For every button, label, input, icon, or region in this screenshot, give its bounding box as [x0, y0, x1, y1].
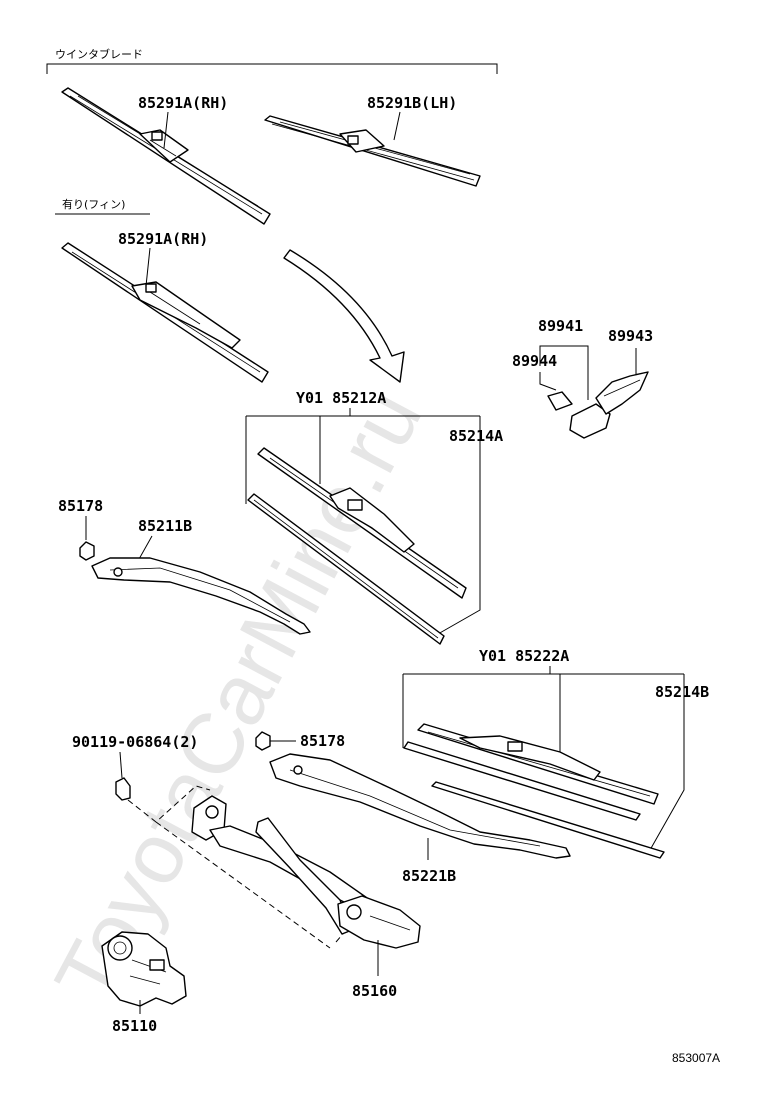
bolt-90119 [115, 777, 131, 801]
label-y01-85222a: Y01 85222A [479, 647, 569, 665]
header-with-fin: 有り(フィン) [62, 197, 125, 211]
dashed-link-outline [127, 785, 373, 949]
leader-89944 [539, 372, 557, 391]
label-85160: 85160 [352, 982, 397, 1000]
arm-85211b [91, 557, 311, 635]
blade-85291a-rh-fin [61, 242, 269, 383]
blade-85212a [257, 447, 467, 599]
blade-85291b-lh [264, 115, 481, 187]
header-wiper-blade-bracket [46, 63, 498, 74]
leader-85291a-rh-1 [163, 111, 169, 149]
label-85211b: 85211B [138, 517, 192, 535]
figure-reference: 853007A [672, 1051, 720, 1065]
leader-85212a-bracket [245, 408, 481, 635]
label-89941: 89941 [538, 317, 583, 335]
nut-85178-1 [79, 541, 95, 561]
arm-85221b [269, 753, 571, 859]
label-85214a: 85214A [449, 427, 503, 445]
blade-85222a [417, 723, 659, 805]
blade-85291a-rh-top [61, 87, 271, 225]
rubber-85214a [247, 493, 445, 645]
label-89943: 89943 [608, 327, 653, 345]
label-85291a-rh-1: 85291A(RH) [138, 94, 228, 112]
linkage-85160 [191, 795, 421, 949]
leader-85291a-rh-2 [145, 247, 151, 287]
label-85214b: 85214B [655, 683, 709, 701]
leader-85291b-lh [393, 111, 401, 141]
label-89944: 89944 [512, 352, 557, 370]
rubber-85214b-2 [431, 781, 665, 859]
label-85291a-rh-2: 85291A(RH) [118, 230, 208, 248]
leader-90119 [119, 751, 123, 779]
nut-85178-2 [255, 731, 271, 751]
label-85291b-lh: 85291B(LH) [367, 94, 457, 112]
label-y01-85212a: Y01 85212A [296, 389, 386, 407]
label-85221b: 85221B [402, 867, 456, 885]
curved-arrow-icon [283, 249, 405, 383]
motor-85110 [101, 931, 187, 1007]
label-85178-2: 85178 [300, 732, 345, 750]
part-89944 [547, 391, 573, 411]
part-89943 [595, 371, 649, 415]
label-90119: 90119-06864(2) [72, 733, 198, 751]
leader-85222a-bracket [402, 666, 685, 851]
leader-89941 [539, 345, 589, 400]
rubber-85214b-1 [403, 741, 641, 821]
part-89941 [569, 403, 611, 439]
label-85110: 85110 [112, 1017, 157, 1035]
header-wiper-blade: ウインタブレード [55, 47, 143, 61]
label-85178-1: 85178 [58, 497, 103, 515]
